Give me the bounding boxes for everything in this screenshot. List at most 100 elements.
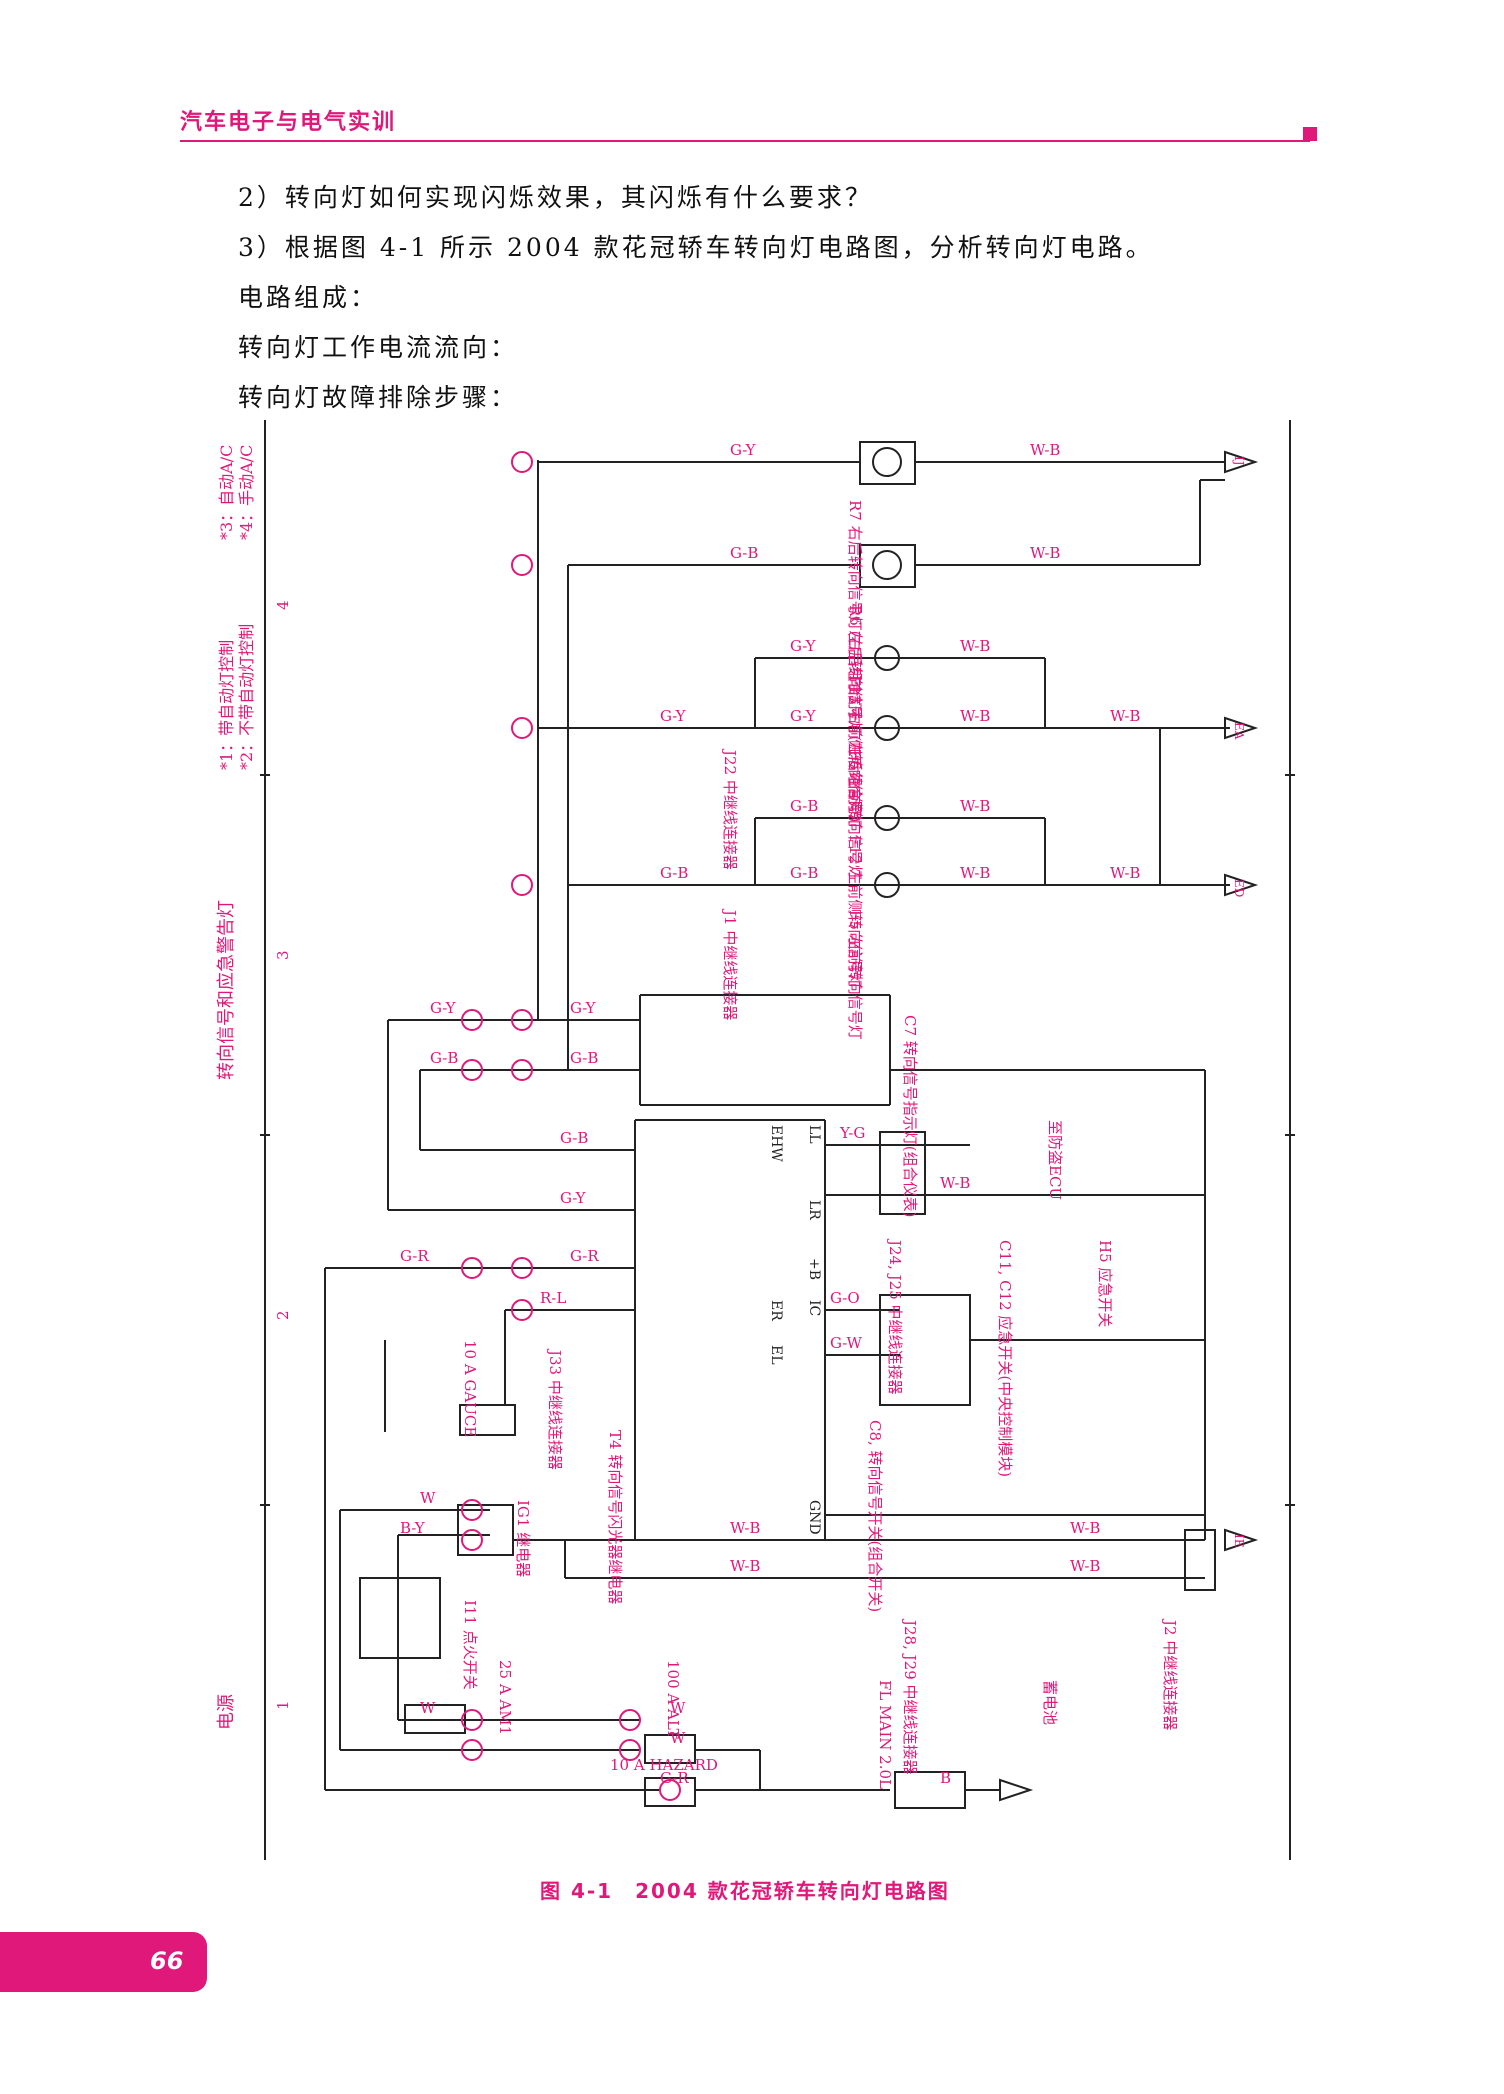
label-gauge-fuse: 10 A GAUCE <box>461 1340 479 1437</box>
label-i11: I11 点火开关 <box>461 1600 479 1690</box>
wire-label: W-B <box>960 864 990 882</box>
label-j1: J1 中继线连接器 <box>721 908 739 1020</box>
wire-label: G-B <box>790 797 818 815</box>
wire-label: G-R <box>570 1247 599 1265</box>
wire-label: G-W <box>830 1334 863 1352</box>
header-rule <box>180 140 1310 142</box>
label-f13: F13 右前侧转向信号灯 <box>846 675 864 829</box>
wire-label: W-B <box>960 707 990 725</box>
section-number-2: 2 <box>274 1310 292 1320</box>
wire-label: W-B <box>940 1174 970 1192</box>
wire-label: W <box>670 1699 686 1717</box>
section-number-3: 3 <box>274 950 292 960</box>
wire-label: G-Y <box>790 637 817 655</box>
ground-ed: ED <box>1232 879 1246 897</box>
label-ecu: 至防盗ECU <box>1046 1120 1064 1200</box>
wire-label: G-B <box>430 1049 458 1067</box>
pin-er: ER <box>768 1300 784 1321</box>
wire-label: Y-G <box>839 1124 865 1142</box>
label-r6: R6 左后转向信号灯(左后组合灯) <box>846 605 864 822</box>
label-j33: J33 中继线连接器 <box>546 1348 564 1470</box>
wire-label: W <box>670 1729 686 1747</box>
wire-label: B <box>940 1769 951 1787</box>
pin-ic: IC <box>806 1300 822 1316</box>
header-square <box>1303 127 1317 141</box>
note-3: *3：自动A/C <box>217 445 236 540</box>
wire-label: G-B <box>570 1049 598 1067</box>
wire-label: G-Y <box>790 707 817 725</box>
label-f6: F6 右前转向信号灯 <box>846 750 864 880</box>
section-number-4: 4 <box>274 600 292 610</box>
wire-label: W-B <box>1110 864 1140 882</box>
pin-b: +B <box>806 1258 822 1280</box>
wire-label: W-B <box>1030 544 1060 562</box>
label-c8: C8, 转向信号开关(组合开关) <box>866 1420 884 1612</box>
pin-gnd: GND <box>806 1500 822 1535</box>
wire-label: W-B <box>960 637 990 655</box>
wire-label: G-R <box>400 1247 429 1265</box>
wire-label: W-B <box>730 1557 760 1575</box>
label-fl-main: FL MAIN 2.0L <box>876 1680 894 1789</box>
label-c7: C7 转向信号指示灯(组合仪表) <box>901 1015 919 1218</box>
pin-el: EL <box>768 1345 784 1365</box>
prompt-composition: 电路组成： <box>238 283 379 312</box>
ground-ie: IE <box>1232 1534 1246 1548</box>
ground-ij: IJ <box>1232 456 1246 466</box>
wire-label: W-B <box>1110 707 1140 725</box>
wire-label: G-Y <box>570 999 597 1017</box>
pin-ll: LL <box>806 1125 822 1144</box>
wire-label: W-B <box>1070 1519 1100 1537</box>
wire-label: W <box>420 1699 436 1717</box>
section-number-1: 1 <box>274 1700 292 1710</box>
wiring-diagram: 电源 转向信号和应急警告灯 *1：带自动灯控制 *2：不带自动灯控制 *3：自动… <box>216 420 1295 1860</box>
wire-label: G-B <box>560 1129 588 1147</box>
section-title-turn-signal: 转向信号和应急警告灯 <box>216 900 237 1080</box>
label-h5: H5 应急开关 <box>1096 1240 1114 1327</box>
label-c11: C11, C12 应急开关(中央控制模块) <box>996 1240 1014 1477</box>
question-2: 2）转向灯如何实现闪烁效果，其闪烁有什么要求？ <box>238 183 873 212</box>
label-r7: R7 右后转向信号灯(右后组合灯) <box>846 500 864 717</box>
label-j22: J22 中继线连接器 <box>721 748 739 870</box>
pin-lr: LR <box>806 1200 822 1220</box>
prompt-troubleshooting: 转向灯故障排除步骤： <box>238 383 519 412</box>
wire-label: G-O <box>830 1289 860 1307</box>
wire-label: W <box>420 1489 436 1507</box>
wire-label: W-B <box>1030 441 1060 459</box>
running-header-title: 汽车电子与电气实训 <box>180 110 397 135</box>
label-j2: J2 中继线连接器 <box>1161 1618 1179 1730</box>
label-ig1-relay: IG1 继电器 <box>514 1500 532 1577</box>
question-3: 3）根据图 4-1 所示 2004 款花冠轿车转向灯电路图，分析转向灯电路。 <box>238 233 1154 262</box>
wire-label: G-Y <box>730 441 757 459</box>
wire-label: G-R <box>660 1769 689 1787</box>
wire-label: G-B <box>790 864 818 882</box>
note-2: *2：不带自动灯控制 <box>237 624 256 770</box>
wire-label: G-Y <box>660 707 687 725</box>
label-am1: 25 A AM1 <box>496 1660 514 1735</box>
label-t4: T4 转向信号闪光器继电器 <box>606 1430 624 1604</box>
wire-label: G-Y <box>430 999 457 1017</box>
wire-label: B-Y <box>400 1519 426 1537</box>
label-battery: 蓄电池 <box>1041 1680 1059 1725</box>
prompt-current-flow: 转向灯工作电流流向： <box>238 333 519 362</box>
pin-ehw: EHW <box>768 1125 784 1162</box>
label-j28: J28, J29 中继线连接器 <box>901 1618 919 1775</box>
page-number-tab <box>0 1932 207 1992</box>
label-hazard: 10 A HAZARD <box>610 1756 718 1774</box>
wire-label: W-B <box>1070 1557 1100 1575</box>
label-j24: J24, J25 中继线连接器 <box>886 1238 904 1395</box>
note-1: *1：带自动灯控制 <box>217 640 236 770</box>
wire-label: W-B <box>730 1519 760 1537</box>
label-f5: F5 左前转向信号灯 <box>846 910 864 1040</box>
wire-label: G-Y <box>560 1189 587 1207</box>
label-f12: F12 左前侧转向信号灯 <box>846 835 864 989</box>
figure-caption: 图 4-1 2004 款花冠轿车转向灯电路图 <box>540 1879 950 1903</box>
wire-label: W-B <box>960 797 990 815</box>
page-number: 66 <box>150 1947 184 1975</box>
wire-label: R-L <box>540 1289 566 1307</box>
ground-ea: EA <box>1232 722 1246 740</box>
wire-label: G-B <box>660 864 688 882</box>
section-title-power: 电源 <box>216 1694 237 1730</box>
wire-label: G-B <box>730 544 758 562</box>
note-4: *4：手动A/C <box>237 445 256 540</box>
label-alt: 100 A ALT <box>664 1660 682 1739</box>
